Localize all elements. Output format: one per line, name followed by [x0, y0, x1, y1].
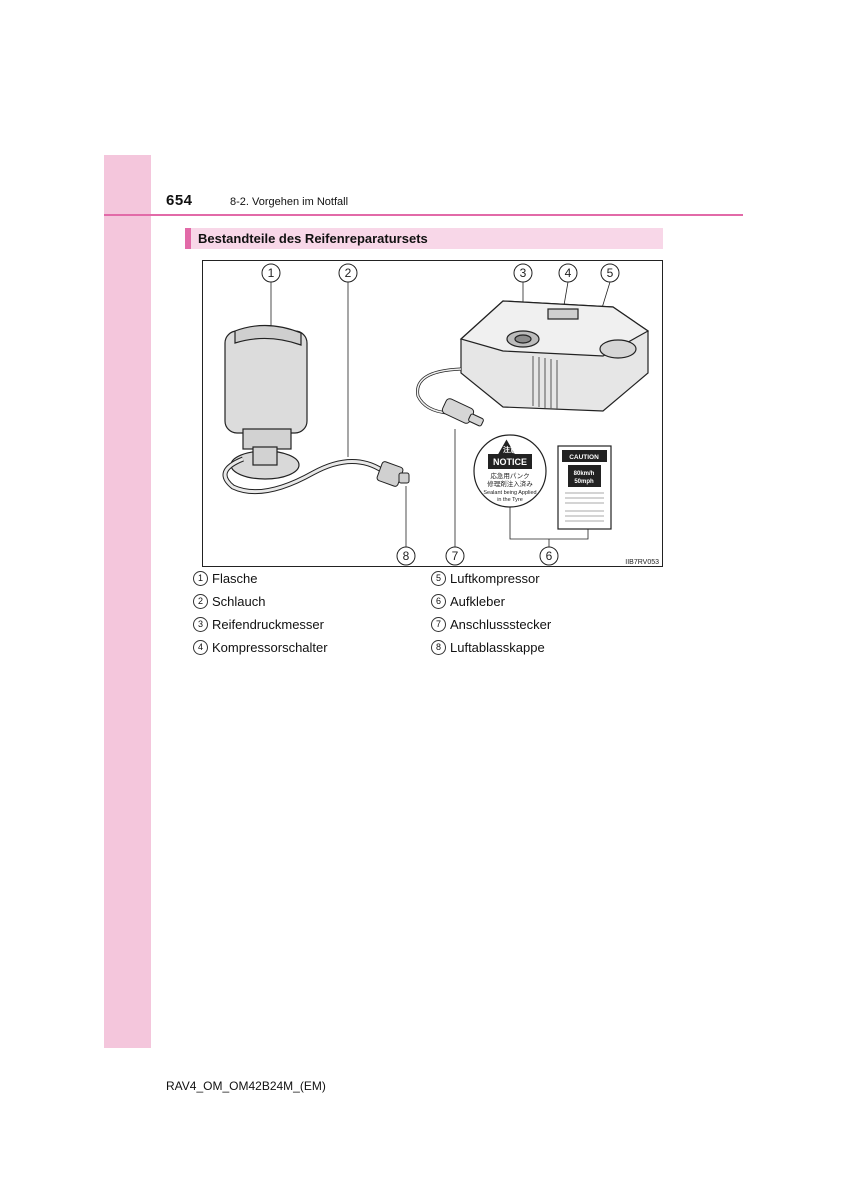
callout-5-text: 5 — [607, 266, 614, 280]
sticker-round-english-line1: Sealant being Applied — [483, 490, 536, 496]
legend-number: 6 — [431, 594, 446, 609]
sticker-round-notice: NOTICE — [493, 457, 527, 467]
repair-kit-illustration: 1 2 3 4 5 6 7 8 — [202, 260, 663, 567]
section-heading: Bestandteile des Reifenreparatursets — [185, 228, 663, 249]
legend-item: 4 Kompressorschalter — [193, 639, 413, 662]
compressor-drawing — [459, 300, 650, 412]
legend-number: 4 — [193, 640, 208, 655]
legend-label: Flasche — [212, 571, 258, 586]
figure-code: IIB7RV053 — [625, 559, 659, 566]
callout-1-text: 1 — [268, 266, 275, 280]
legend-label: Aufkleber — [450, 594, 505, 609]
section-heading-text: Bestandteile des Reifenreparatursets — [198, 231, 428, 246]
legend-item: 2 Schlauch — [193, 593, 413, 616]
header-rule — [104, 214, 743, 216]
sticker-round-japanese-line1: 応急用パンク — [490, 471, 529, 480]
sticker-rectangular: CAUTION 80km/h 50mph — [557, 445, 612, 530]
legend-label: Reifendruckmesser — [212, 617, 324, 632]
callout-8-text: 8 — [403, 549, 410, 563]
legend-label: Anschlussstecker — [450, 617, 552, 632]
legend-number: 3 — [193, 617, 208, 632]
legend-number: 1 — [193, 571, 208, 586]
legend-label: Kompressorschalter — [212, 640, 328, 655]
legend-label: Schlauch — [212, 594, 266, 609]
legend-left-column: 1 Flasche 2 Schlauch 3 Reifendruckmesser… — [193, 570, 413, 662]
legend-item: 5 Luftkompressor — [431, 570, 661, 593]
callout-2-text: 2 — [345, 266, 352, 280]
callout-7-text: 7 — [452, 549, 459, 563]
legend-item: 6 Aufkleber — [431, 593, 661, 616]
callout-4-text: 4 — [565, 266, 572, 280]
sticker-round-japanese-title: 注意 — [503, 445, 517, 454]
sticker-round-japanese-line2: 修理剤注入済み — [487, 479, 533, 488]
power-plug-drawing — [441, 398, 484, 427]
legend-item: 8 Luftablasskappe — [431, 639, 661, 662]
legend-number: 5 — [431, 571, 446, 586]
legend-number: 2 — [193, 594, 208, 609]
chapter-title: 8-2. Vorgehen im Notfall — [230, 196, 349, 208]
sticker-rect-caution: CAUTION — [569, 454, 599, 461]
side-color-strip — [104, 155, 151, 1048]
legend-right-column: 5 Luftkompressor 6 Aufkleber 7 Anschluss… — [431, 570, 661, 662]
legend-label: Luftkompressor — [450, 571, 540, 586]
callout-6-text: 6 — [546, 549, 553, 563]
legend-label: Luftablasskappe — [450, 640, 545, 655]
sticker-round: 注意 NOTICE 応急用パンク 修理剤注入済み Sealant being A… — [473, 434, 547, 508]
legend-item: 1 Flasche — [193, 570, 413, 593]
sticker-round-english-line2: in the Tyre — [497, 497, 523, 503]
legend-item: 3 Reifendruckmesser — [193, 616, 413, 639]
callout-3-text: 3 — [520, 266, 527, 280]
release-cap-drawing — [376, 461, 410, 487]
bottle-drawing — [224, 324, 308, 480]
legend-number: 7 — [431, 617, 446, 632]
illustration-svg: 1 2 3 4 5 6 7 8 — [222, 263, 659, 566]
sticker-rect-speed-mph: 50mph — [574, 479, 594, 485]
sticker-rect-speed-kmh: 80km/h — [574, 471, 595, 477]
legend-number: 8 — [431, 640, 446, 655]
legend-item: 7 Anschlussstecker — [431, 616, 661, 639]
footer-document-code: RAV4_OM_OM42B24M_(EM) — [166, 1079, 326, 1093]
page-number: 654 — [166, 192, 193, 209]
